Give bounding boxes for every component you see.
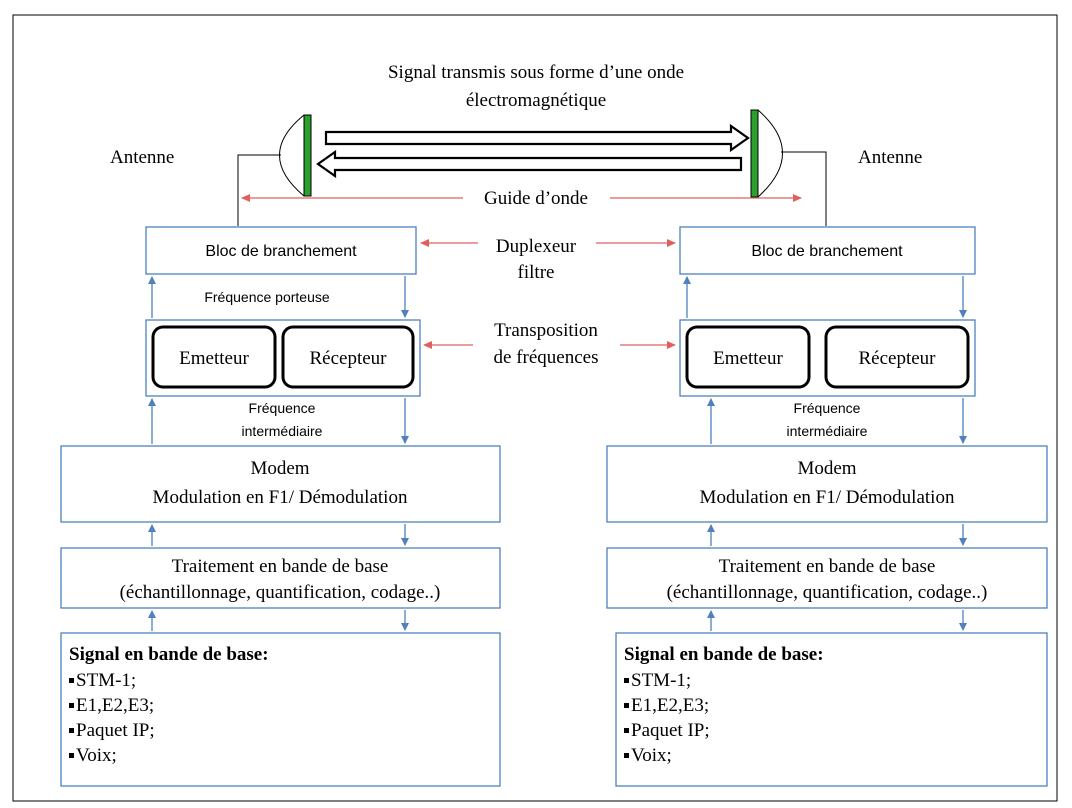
baseband-processing-left-line-2: (échantillonnage, quantification, codage… — [120, 582, 441, 603]
branching-block-right — [679, 226, 976, 275]
receiver-right — [824, 325, 970, 389]
antenna-label-right: Antenne — [858, 147, 922, 168]
bullet — [69, 703, 74, 708]
carrier-frequency-label: Fréquence porteuse — [204, 289, 330, 305]
baseband-signal-left-title: Signal en bande de base: — [69, 644, 269, 665]
outer-frame — [12, 14, 1058, 802]
baseband-processing-right-line-2: (échantillonnage, quantification, codage… — [667, 582, 988, 603]
signal-item: Paquet IP; — [76, 720, 155, 741]
bullet — [69, 728, 74, 733]
baseband-signal-right-title: Signal en bande de base: — [624, 644, 824, 665]
modem-left-title: Modem — [250, 458, 309, 479]
bullet — [624, 753, 629, 758]
title-line-2: électromagnétique — [466, 90, 606, 111]
modem-left-subtitle: Modulation en F1/ Démodulation — [153, 487, 408, 508]
wave-arrow-left — [316, 149, 743, 179]
if-label-left-line-2: intermédiaire — [242, 423, 323, 439]
wave-arrow-right — [324, 123, 750, 153]
bullet — [624, 703, 629, 708]
baseband-signal-left — [60, 632, 501, 787]
modem-block-left — [60, 445, 501, 523]
transposition-label-line-1: Transposition — [494, 320, 598, 341]
signal-item: E1,E2,E3; — [76, 695, 154, 716]
branching-block-left — [145, 226, 417, 275]
receiver-left — [281, 325, 415, 389]
left-dish — [279, 114, 305, 197]
signal-item: STM-1; — [76, 670, 136, 691]
right-antenna — [750, 109, 783, 198]
bullet — [624, 728, 629, 733]
baseband-processing-right-line-1: Traitement en bande de base — [719, 556, 936, 577]
baseband-signal-left-list: STM-1; E1,E2,E3; Paquet IP; Voix; — [69, 670, 155, 766]
if-label-right-line-1: Fréquence — [794, 400, 861, 416]
left-radiating-element — [303, 114, 312, 197]
transmitter-right — [685, 325, 811, 389]
bullet — [624, 678, 629, 683]
waveguide-label: Guide d’onde — [484, 188, 588, 209]
branching-block-right-label: Bloc de branchement — [751, 243, 903, 260]
left-antenna — [279, 114, 312, 197]
antenna-label-left: Antenne — [110, 147, 174, 168]
bullet — [69, 678, 74, 683]
baseband-processing-left — [60, 547, 501, 609]
baseband-signal-right-list: STM-1; E1,E2,E3; Paquet IP; Voix; — [624, 670, 710, 766]
baseband-processing-right — [606, 547, 1048, 609]
signal-item: Paquet IP; — [631, 720, 710, 741]
baseband-processing-left-line-1: Traitement en bande de base — [172, 556, 389, 577]
receiver-left-label: Récepteur — [309, 348, 387, 369]
signal-item: Voix; — [76, 745, 117, 766]
modem-block-right — [606, 445, 1048, 523]
signal-item: STM-1; — [631, 670, 691, 691]
transmitter-right-label: Emetteur — [713, 348, 783, 369]
signal-item: E1,E2,E3; — [631, 695, 709, 716]
modem-right-subtitle: Modulation en F1/ Démodulation — [700, 487, 955, 508]
branching-block-left-label: Bloc de branchement — [205, 243, 357, 260]
modem-right-title: Modem — [797, 458, 856, 479]
if-label-right-line-2: intermédiaire — [787, 423, 868, 439]
signal-item: Voix; — [631, 745, 672, 766]
receiver-right-label: Récepteur — [858, 348, 936, 369]
baseband-signal-right — [615, 632, 1048, 787]
transmitter-left — [151, 325, 277, 389]
transmitter-left-label: Emetteur — [179, 348, 249, 369]
transposition-label-line-2: de fréquences — [494, 347, 599, 368]
if-label-left-line-1: Fréquence — [249, 400, 316, 416]
title-line-1: Signal transmis sous forme d’une onde — [388, 62, 684, 83]
right-radiating-element — [750, 109, 759, 198]
right-feed-line — [781, 151, 827, 226]
right-dish — [757, 109, 783, 198]
left-feed-line — [237, 154, 281, 226]
bullet — [69, 753, 74, 758]
duplexer-label-line-1: Duplexeur — [496, 236, 577, 257]
duplexer-label-line-2: filtre — [518, 262, 555, 283]
